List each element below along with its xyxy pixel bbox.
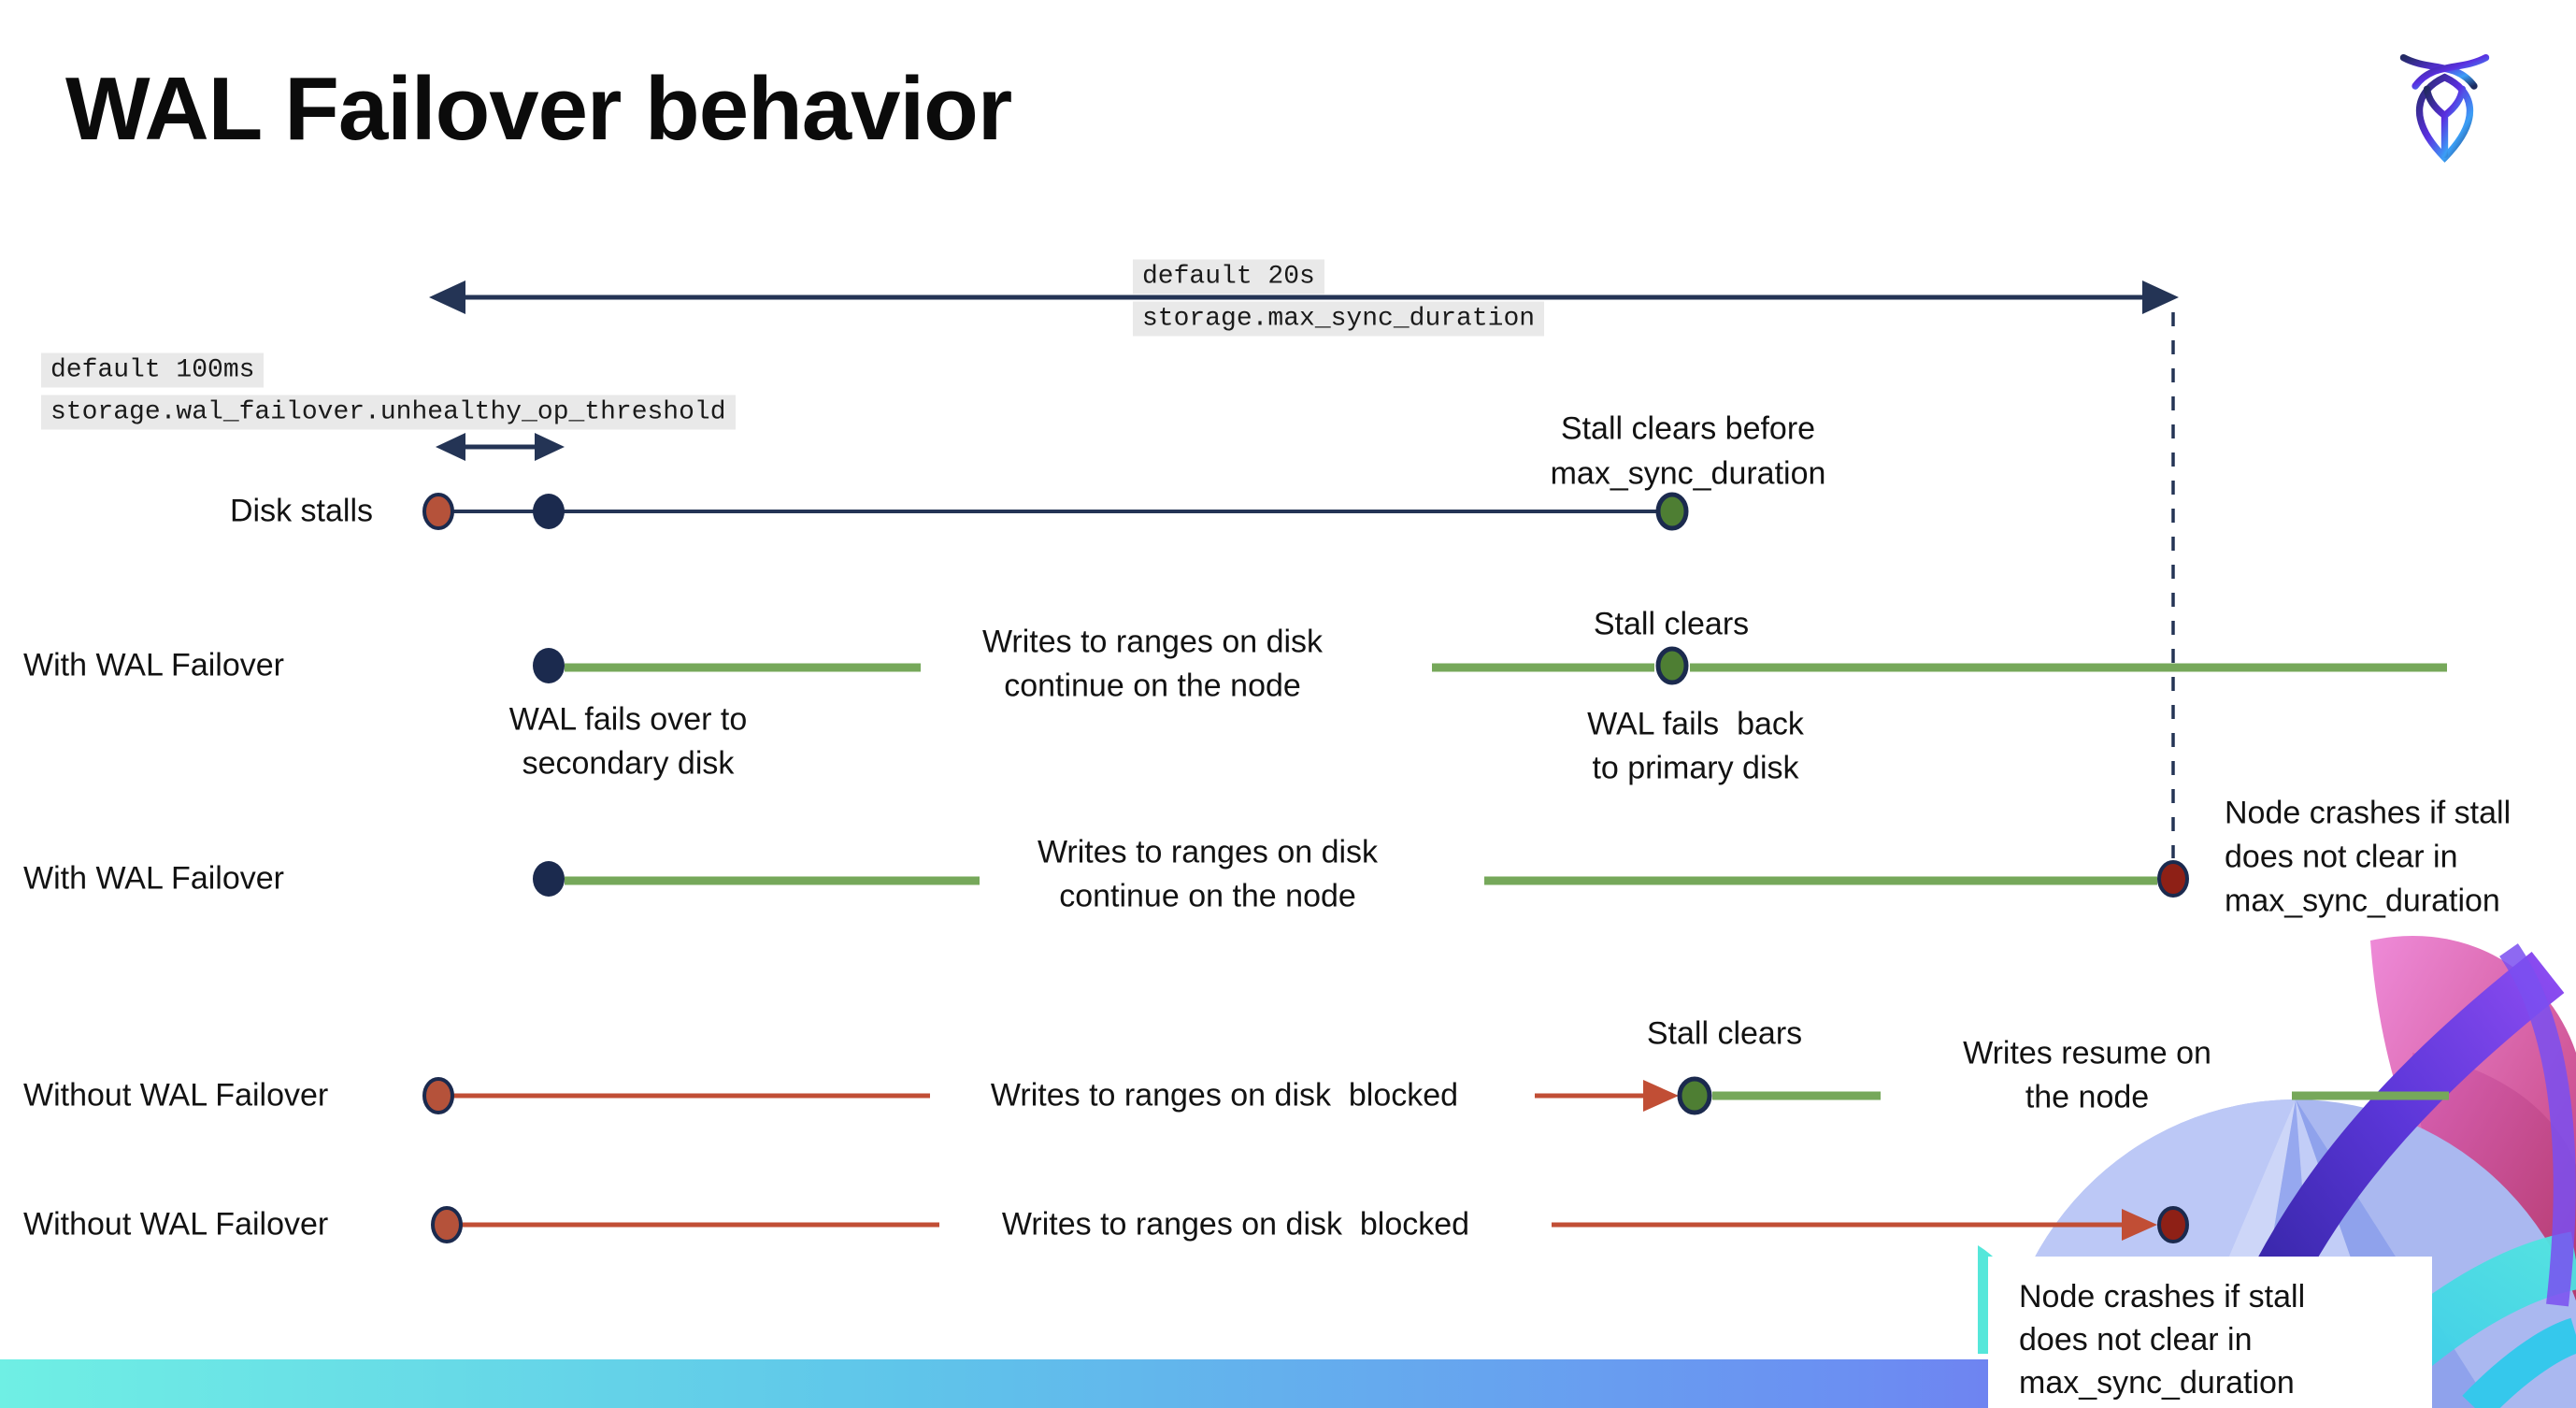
cockroachdb-logo-mark [2399,53,2490,163]
writes-continue-text: Writes to ranges on disk [981,624,1324,660]
stall-clears-dot [1655,492,1689,531]
stall-clears-dot [1655,646,1689,685]
node-crashes-text: max_sync_duration [2019,1365,2295,1401]
row-label-without-wal-failover: Without WAL Failover [23,1077,329,1113]
writes-resume-text: Writes resume on [1963,1035,2211,1071]
node-crashes-text: max_sync_duration [2225,883,2500,919]
threshold-dot [533,494,565,529]
stall-start-dot [422,1077,454,1114]
arrow-head-right [535,433,565,461]
red-arrow-head [1643,1080,1679,1112]
row-label-without-wal-failover: Without WAL Failover [23,1206,329,1243]
stall-start-dot [431,1206,463,1243]
page-title: WAL Failover behavior [65,59,1012,159]
failover-dot [533,648,565,683]
writes-blocked-text: Writes to ranges on disk blocked [1001,1206,1470,1243]
unhealthy-op-default-label: default 100ms [41,352,265,388]
node-crash-info-box: Node crashes if stall does not clear in … [1988,1257,2432,1408]
wal-fails-over-text: secondary disk [522,745,735,782]
stall-start-dot [422,493,454,530]
node-crash-dot [2157,860,2189,898]
node-crashes-text: does not clear in [2225,839,2458,875]
arrow-head-left [429,280,465,314]
writes-resume-text: the node [2025,1079,2150,1115]
writes-continue-text: Writes to ranges on disk [1037,834,1379,870]
logo-y-vein [2423,85,2467,159]
arrow-head-right [2142,280,2179,314]
writes-continue-text: continue on the node [1004,668,1301,704]
writes-continue-text: continue on the node [1059,878,1356,914]
max-sync-setting-label: storage.max_sync_duration [1133,301,1545,337]
node-crashes-text: does not clear in [2019,1322,2253,1358]
wal-fails-over-text: WAL fails over to [508,701,748,738]
stall-clears-before-text: max_sync_duration [1550,455,1826,492]
node-crashes-text: Node crashes if stall [2019,1279,2306,1315]
stall-clears-text: Stall clears [1593,606,1750,642]
wal-fails-back-text: to primary disk [1592,750,1799,786]
stall-clears-before-text: Stall clears before [1560,410,1816,447]
logo-antenna-right [2411,53,2490,90]
arrow-head-left [436,433,465,461]
failover-dot [533,861,565,897]
stall-clears-text: Stall clears [1646,1015,1803,1052]
unhealthy-op-setting-label: storage.wal_failover.unhealthy_op_thresh… [41,395,736,430]
node-crashes-text: Node crashes if stall [2225,795,2512,831]
row-label-disk-stalls: Disk stalls [230,493,374,529]
writes-blocked-text: Writes to ranges on disk blocked [990,1077,1459,1113]
max-sync-default-label: default 20s [1133,259,1324,295]
art-teal-band-small [2462,1317,2576,1408]
art-violet-curve [2499,943,2576,1307]
stall-clears-dot [1677,1076,1712,1115]
row-label-with-wal-failover: With WAL Failover [23,860,284,897]
wal-fails-back-text: WAL fails back [1587,706,1804,742]
row-label-with-wal-failover: With WAL Failover [23,647,284,683]
